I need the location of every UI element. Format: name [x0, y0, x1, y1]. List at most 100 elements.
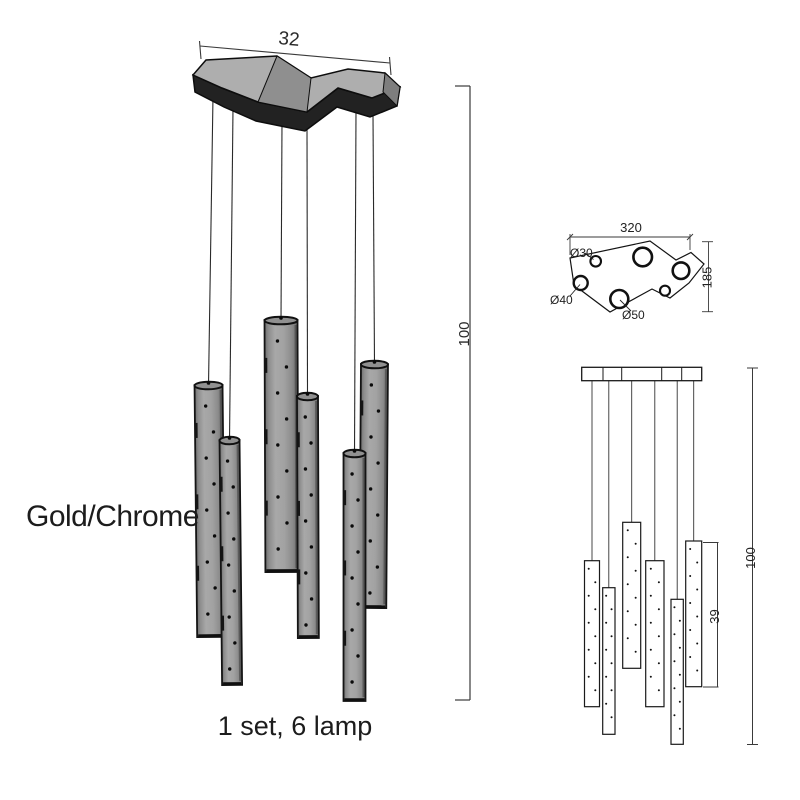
led-hole-dot	[303, 415, 307, 419]
led-hole-dot	[356, 602, 360, 606]
lamp-tube-2d	[602, 587, 616, 735]
led-hole-dot-2d	[610, 608, 613, 611]
cable-connector	[352, 449, 357, 453]
main-width-dimension	[198, 40, 392, 76]
led-hole-dot-2d	[634, 596, 637, 599]
led-hole-dot-2d	[605, 702, 608, 705]
suspension-cable	[353, 109, 357, 455]
led-hole-dot	[231, 485, 235, 489]
led-hole-dot	[350, 524, 354, 528]
led-hole-dot	[303, 519, 308, 523]
hole-diameter-30-label: Ø30	[570, 246, 593, 260]
led-hole-dot-2d	[594, 689, 597, 692]
mounting-hole	[632, 246, 654, 268]
tube-body	[263, 319, 300, 573]
led-hole-dot-2d	[587, 594, 590, 597]
led-hole-dot	[206, 612, 210, 616]
led-hole-dot	[285, 521, 289, 525]
led-hole-dot-2d	[673, 687, 676, 690]
led-hole-dot	[350, 628, 354, 632]
led-hole-dot	[205, 560, 210, 564]
led-hole-dot	[227, 615, 231, 619]
led-hole-dot-2d	[673, 633, 676, 636]
led-hole-dot	[276, 443, 280, 447]
topview-dimensions	[566, 233, 713, 313]
led-hole-dot-2d	[696, 588, 699, 591]
lamp-tube-3d	[263, 315, 300, 573]
led-hole-dot-2d	[605, 594, 608, 597]
suspension-cable	[228, 107, 234, 442]
tube-outline-2d	[670, 598, 684, 745]
led-hole-dot	[309, 493, 313, 497]
led-hole-dot-2d	[678, 646, 681, 649]
cable-connector	[206, 381, 211, 385]
dim-tick	[198, 40, 202, 60]
set-caption: 1 set, 6 lamp	[217, 711, 373, 741]
led-hole-dot-2d	[626, 610, 629, 613]
led-hole-dot	[304, 623, 308, 627]
lamp-tube-2d	[583, 560, 601, 708]
led-hole-dot-2d	[634, 650, 637, 653]
led-hole-dot-2d	[626, 637, 629, 640]
topview-width-dimension-label: 320	[620, 220, 642, 235]
canopy-bar-2d	[581, 366, 703, 382]
led-hole-dot-2d	[649, 675, 652, 678]
led-hole-dot	[204, 456, 208, 460]
led-hole-dot-2d	[689, 602, 692, 604]
dim-tick	[686, 233, 694, 241]
lamp-tube-3d	[296, 391, 320, 639]
led-hole-dot-2d	[689, 575, 692, 577]
led-hole-dot-2d	[649, 648, 652, 651]
led-hole-dot	[211, 430, 216, 434]
mounting-hole	[658, 284, 672, 297]
led-hole-dot	[375, 565, 380, 569]
cable-connector	[372, 360, 377, 364]
hole-diameter-40-label: Ø40	[550, 293, 573, 307]
hole-diameter-50-label: Ø50	[622, 308, 645, 322]
led-hole-dot	[309, 545, 314, 549]
tube-outline-2d	[583, 560, 601, 708]
led-hole-dot	[203, 404, 208, 408]
mounting-hole	[671, 261, 691, 281]
led-hole-dot-2d	[673, 660, 676, 663]
canopy-end-face	[382, 71, 401, 108]
led-hole-dot-2d	[657, 581, 660, 584]
led-hole-dot-2d	[594, 662, 597, 665]
topview-depth-dimension-label: 185	[699, 266, 715, 289]
lamp-tube-2d	[670, 598, 684, 745]
topview-drawing	[566, 233, 713, 313]
suspension-cable	[280, 121, 283, 322]
finish-label: Gold/Chrome	[26, 500, 199, 533]
tube-outline-2d	[645, 560, 665, 708]
led-hole-dot-2d	[657, 608, 660, 611]
led-hole-dot	[276, 547, 280, 551]
led-hole-dot-2d	[594, 635, 597, 638]
led-hole-dot-2d	[673, 606, 676, 609]
led-hole-dot-2d	[678, 619, 681, 622]
led-hole-dot	[350, 680, 354, 684]
canopy-plate-outline	[569, 240, 705, 313]
frontview-height-dimension	[747, 367, 758, 745]
led-hole-dot	[226, 511, 230, 515]
led-hole-dot-2d	[696, 642, 699, 645]
lamp-tube-3d	[342, 448, 367, 702]
led-hole-dot-2d	[649, 621, 652, 624]
led-hole-dot-2d	[649, 567, 652, 570]
tube-outline-2d	[685, 540, 703, 688]
led-hole-dot	[285, 469, 289, 473]
edge-shade	[294, 324, 298, 568]
leader-line	[569, 284, 581, 297]
dim-tick	[388, 56, 392, 76]
led-hole-dot-2d	[610, 662, 613, 665]
led-hole-dot-2d	[594, 581, 597, 584]
led-hole-dot	[226, 563, 231, 567]
edge-shade	[383, 369, 387, 605]
led-hole-dot	[369, 435, 373, 439]
led-hole-dot	[205, 508, 209, 512]
tube-outline-2d	[602, 587, 616, 735]
edge-shade	[236, 444, 242, 681]
led-hole-dot-2d	[587, 567, 590, 570]
led-hole-dot	[376, 409, 381, 413]
lamp-length-dimension	[703, 542, 719, 688]
